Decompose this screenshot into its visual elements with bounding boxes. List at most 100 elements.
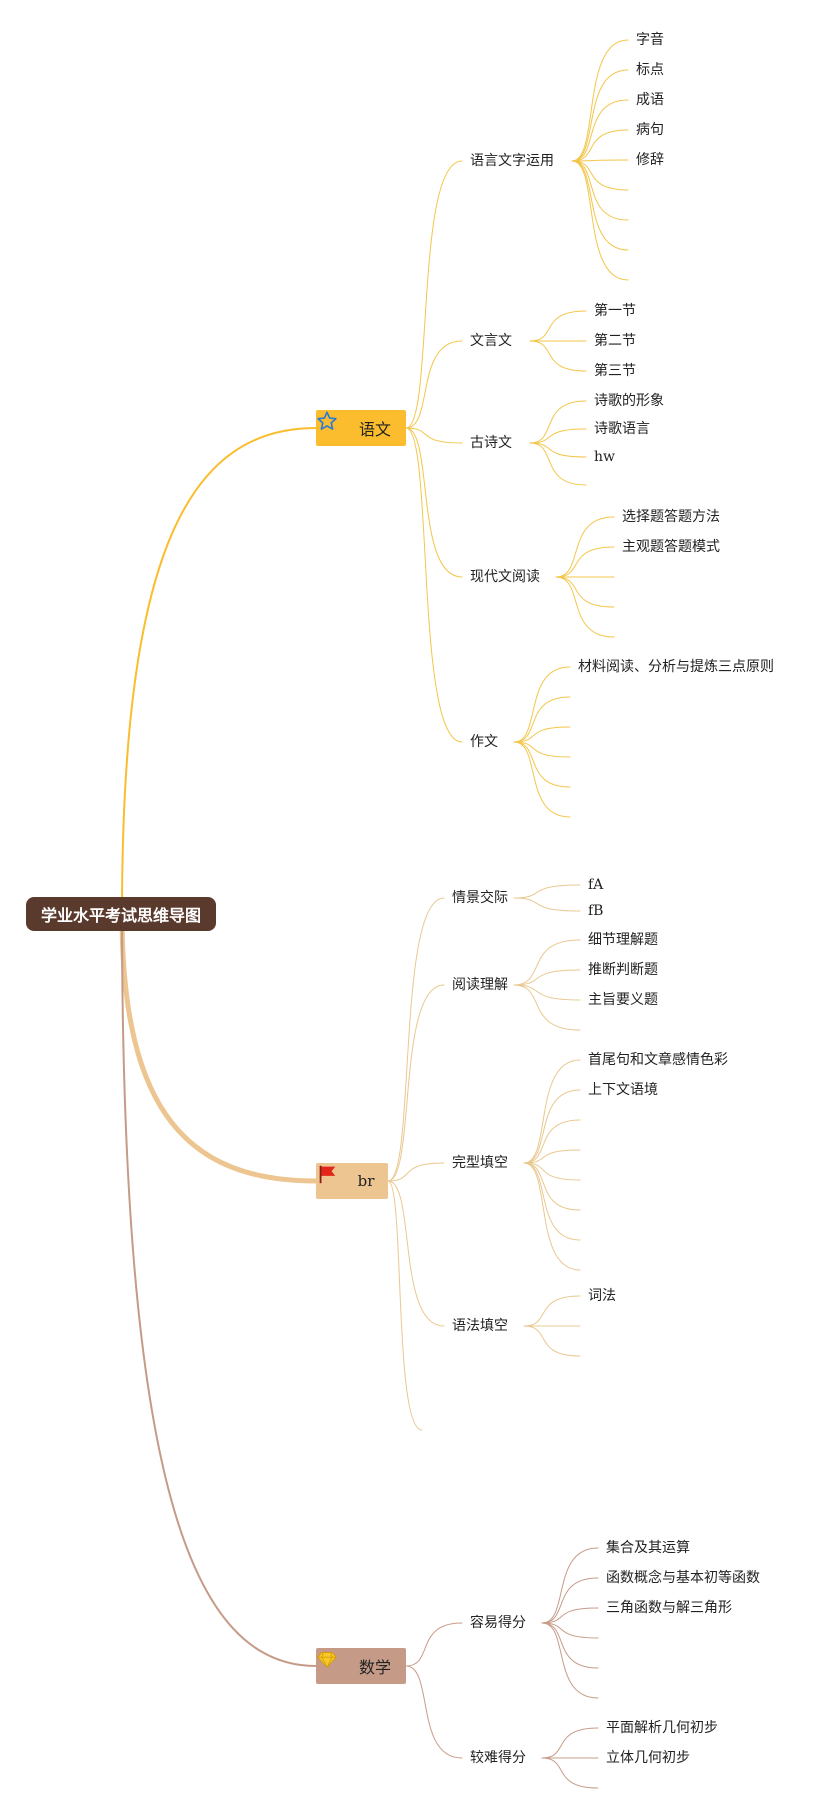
child-connector — [513, 984, 581, 1031]
child-node[interactable]: 字音 — [636, 32, 664, 48]
topic-node[interactable]: 完型填空 — [452, 1155, 508, 1171]
child-node[interactable]: 首尾句和文章感情色彩 — [588, 1052, 728, 1068]
child-connector — [513, 984, 581, 1001]
child-node[interactable]: fB — [588, 903, 604, 919]
child-node[interactable]: 成语 — [636, 92, 664, 108]
child-node[interactable]: 第一节 — [594, 303, 636, 319]
child-connector — [513, 696, 571, 743]
root-node[interactable]: 学业水平考试思维导图 — [26, 897, 216, 931]
topic-node[interactable]: 情景交际 — [452, 890, 508, 906]
child-node[interactable]: 第二节 — [594, 333, 636, 349]
topic-connector — [387, 984, 445, 1182]
topic-connector — [405, 160, 463, 429]
topic-connector — [405, 427, 463, 578]
child-node[interactable]: 修辞 — [636, 152, 664, 168]
child-connector — [571, 160, 629, 281]
child-connector — [529, 442, 587, 458]
child-connector — [523, 1089, 581, 1164]
child-connector — [513, 741, 571, 818]
child-connector — [529, 340, 587, 372]
child-connector — [571, 69, 629, 162]
topic-node[interactable]: 文言文 — [470, 333, 512, 349]
branch-english[interactable]: br — [316, 1163, 388, 1199]
child-node[interactable]: 细节理解题 — [588, 932, 658, 948]
child-connector — [555, 516, 615, 578]
topic-node[interactable]: 语言文字运用 — [470, 153, 554, 169]
topic-node[interactable]: 作文 — [470, 734, 498, 750]
child-node[interactable]: 平面解析几何初步 — [606, 1720, 718, 1736]
topic-node[interactable]: 现代文阅读 — [470, 569, 540, 585]
topic-connector — [387, 897, 445, 1182]
branch-label: br — [357, 1172, 375, 1190]
diamond-icon — [317, 1652, 353, 1677]
child-connector — [529, 400, 587, 444]
child-node[interactable]: 立体几何初步 — [606, 1750, 690, 1766]
child-connector — [523, 1119, 581, 1164]
topic-connector — [387, 1180, 423, 1431]
child-node[interactable]: 主旨要义题 — [588, 992, 658, 1008]
child-connector — [571, 39, 629, 162]
topic-connector — [405, 1665, 463, 1759]
child-connector — [513, 897, 581, 912]
topic-node[interactable]: 阅读理解 — [452, 977, 508, 993]
child-connector — [513, 726, 571, 743]
child-node[interactable]: 三角函数与解三角形 — [606, 1600, 732, 1616]
child-node[interactable]: 材料阅读、分析与提炼三点原则 — [578, 659, 774, 675]
topic-node[interactable]: 较难得分 — [470, 1750, 526, 1766]
child-node[interactable]: 上下文语境 — [588, 1082, 658, 1098]
child-connector — [571, 160, 629, 251]
child-connector — [529, 442, 587, 486]
topic-connector — [405, 427, 463, 743]
child-connector — [523, 1325, 581, 1357]
child-connector — [555, 576, 615, 608]
star-icon — [317, 411, 353, 439]
child-connector — [523, 1162, 581, 1241]
child-node[interactable]: 病句 — [636, 122, 664, 138]
child-node[interactable]: 选择题答题方法 — [622, 509, 720, 525]
child-node[interactable]: 词法 — [588, 1288, 616, 1304]
child-node[interactable]: 标点 — [636, 62, 664, 78]
child-node[interactable]: 主观题答题模式 — [622, 539, 720, 555]
child-connector — [541, 1577, 599, 1624]
child-node[interactable]: hw — [594, 449, 615, 465]
branch-yuwen[interactable]: 语文 — [316, 410, 406, 446]
topic-node[interactable]: 语法填空 — [452, 1318, 508, 1334]
child-connector — [513, 969, 581, 986]
child-connector — [571, 160, 629, 221]
topic-connector — [387, 1180, 445, 1327]
child-connector — [555, 576, 615, 638]
topic-node[interactable]: 容易得分 — [470, 1615, 526, 1631]
child-connector — [513, 741, 571, 788]
child-node[interactable]: 诗歌语言 — [594, 421, 650, 437]
child-connector — [571, 160, 629, 191]
child-connector — [523, 1162, 581, 1211]
child-connector — [529, 428, 587, 444]
child-connector — [523, 1149, 581, 1164]
child-node[interactable]: 集合及其运算 — [606, 1540, 690, 1556]
child-node[interactable]: 函数概念与基本初等函数 — [606, 1570, 760, 1586]
root-connector — [121, 913, 317, 1667]
child-connector — [571, 129, 629, 162]
red-flag-icon — [319, 1165, 352, 1192]
child-connector — [529, 310, 587, 342]
branch-label: 数学 — [358, 1658, 391, 1677]
child-connector — [523, 1162, 581, 1181]
topic-connector — [405, 1622, 463, 1667]
topic-connector — [405, 427, 463, 444]
child-connector — [513, 939, 581, 986]
child-node[interactable]: 推断判断题 — [588, 962, 658, 978]
branch-math[interactable]: 数学 — [316, 1648, 406, 1684]
child-node[interactable]: 第三节 — [594, 363, 636, 379]
child-node[interactable]: 诗歌的形象 — [594, 393, 664, 409]
child-connector — [523, 1162, 581, 1271]
topic-connector — [405, 340, 463, 429]
child-connector — [541, 1727, 599, 1759]
child-connector — [541, 1757, 599, 1789]
child-connector — [523, 1295, 581, 1327]
child-node[interactable]: fA — [588, 877, 604, 893]
topic-node[interactable]: 古诗文 — [470, 435, 512, 451]
root-label: 学业水平考试思维导图 — [40, 906, 201, 925]
child-connector — [541, 1622, 599, 1669]
